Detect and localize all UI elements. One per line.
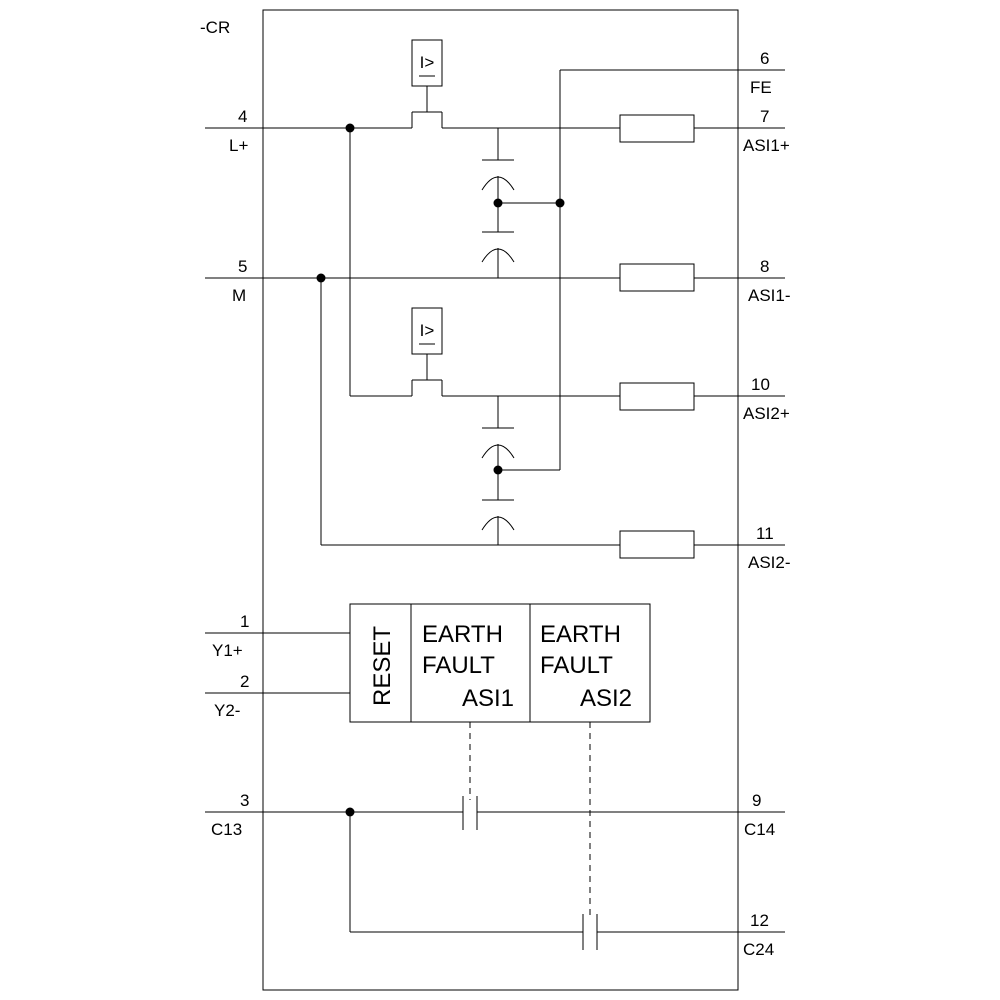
reset-label: RESET — [369, 626, 396, 706]
terminal-12-name: C24 — [743, 940, 774, 959]
junction-dot — [316, 273, 326, 283]
svg-text:I>: I> — [420, 53, 435, 72]
svg-text:EARTH: EARTH — [540, 621, 621, 648]
junction-dot — [555, 198, 565, 208]
terminal-8-name: ASI1- — [748, 286, 791, 305]
monitoring-block — [349, 603, 651, 723]
terminal-10-name: ASI2+ — [743, 404, 790, 423]
terminal-3-name: C13 — [211, 820, 242, 839]
terminal-5-number: 5 — [238, 257, 247, 276]
terminal-11-name: ASI2- — [748, 553, 791, 572]
asi2-plus-line — [349, 128, 785, 397]
svg-text:FAULT: FAULT — [540, 652, 613, 679]
terminal-11-number: 11 — [756, 524, 774, 543]
capacitor-chain-asi2 — [481, 396, 515, 545]
earth-fault-asi1-label: EARTH FAULT ASI1 — [422, 621, 514, 712]
terminal-8-number: 8 — [760, 257, 769, 276]
terminal-7-number: 7 — [760, 107, 769, 126]
asi2-minus-line — [320, 278, 785, 546]
junction-dot — [493, 198, 503, 208]
overcurrent-trip-2: I> — [411, 307, 443, 396]
svg-text:I>: I> — [420, 321, 435, 340]
terminal-3-number: 3 — [240, 791, 249, 810]
junction-dot — [493, 465, 503, 475]
overcurrent-trip-1: I> — [411, 39, 443, 128]
terminal-1-name: Y1+ — [212, 641, 243, 660]
terminal-5-name: M — [232, 286, 246, 305]
terminal-6-name: FE — [750, 78, 772, 97]
terminal-10-number: 10 — [751, 375, 770, 394]
terminal-7-name: ASI1+ — [743, 136, 790, 155]
terminal-1-number: 1 — [240, 612, 249, 631]
terminal-9-number: 9 — [752, 791, 761, 810]
terminal-12-number: 12 — [750, 911, 769, 930]
terminal-2-number: 2 — [240, 672, 249, 691]
junction-dot — [345, 123, 355, 133]
device-label: -CR — [200, 18, 230, 37]
contact-c13-c14 — [205, 796, 785, 830]
contact-c13-c24 — [349, 812, 785, 950]
svg-text:ASI2: ASI2 — [580, 685, 632, 712]
terminal-4-name: L+ — [229, 136, 248, 155]
device-enclosure — [262, 9, 739, 991]
terminal-2-name: Y2- — [214, 701, 240, 720]
earth-fault-asi2-label: EARTH FAULT ASI2 — [540, 621, 632, 712]
terminal-6-number: 6 — [760, 49, 769, 68]
svg-text:FAULT: FAULT — [422, 652, 495, 679]
svg-text:EARTH: EARTH — [422, 621, 503, 648]
resistor-asi2-minus — [619, 530, 695, 559]
terminal-9-name: C14 — [744, 820, 775, 839]
fe-line — [498, 69, 785, 471]
svg-text:ASI1: ASI1 — [462, 685, 514, 712]
terminal-4-number: 4 — [238, 107, 247, 126]
resistor-asi2-plus — [619, 382, 695, 411]
resistor-asi1-minus — [619, 263, 695, 292]
resistor-asi1-plus — [619, 114, 695, 143]
